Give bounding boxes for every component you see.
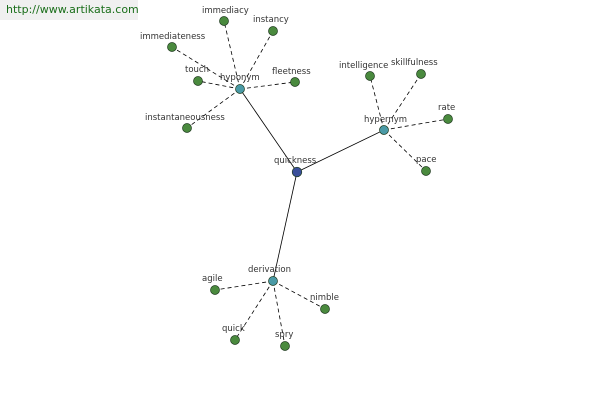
word-node-fleetness-dot[interactable] <box>290 77 300 87</box>
edge-center-hypernym <box>296 129 385 173</box>
edge-center-hyponym <box>239 88 298 173</box>
center-node-quickness[interactable]: quickness <box>274 156 317 178</box>
relation-node-derivation-dot[interactable] <box>268 276 278 286</box>
relation-node-hyponym-dot[interactable] <box>235 84 245 94</box>
edge-hyponym-instantaneousness <box>186 88 241 129</box>
edges <box>171 20 449 347</box>
word-node-rate-dot[interactable] <box>443 114 453 124</box>
relation-node-derivation[interactable]: derivation <box>248 265 291 286</box>
edge-hyponym-immediateness <box>171 46 241 90</box>
relation-node-hypernym-label[interactable]: hypernym <box>364 115 407 125</box>
word-node-immediateness-dot[interactable] <box>167 42 177 52</box>
word-node-touch-label[interactable]: touch <box>185 65 209 75</box>
word-node-quick[interactable]: quick <box>222 324 245 345</box>
edge-hypernym-intelligence <box>369 75 385 131</box>
edge-center-derivation <box>272 171 298 282</box>
word-node-touch-dot[interactable] <box>193 76 203 86</box>
word-node-quick-dot[interactable] <box>230 335 240 345</box>
word-node-rate[interactable]: rate <box>438 103 455 124</box>
edge-derivation-agile <box>214 280 274 291</box>
word-node-immediateness[interactable]: immediateness <box>140 32 206 52</box>
relation-node-hyponym[interactable]: hyponym <box>220 73 260 94</box>
relation-node-hypernym[interactable]: hypernym <box>364 115 407 135</box>
word-node-instantaneousness[interactable]: instantaneousness <box>145 113 225 133</box>
word-node-touch[interactable]: touch <box>185 65 209 86</box>
word-node-spry[interactable]: spry <box>275 330 293 351</box>
word-node-immediacy-dot[interactable] <box>219 16 229 26</box>
word-node-instantaneousness-label[interactable]: instantaneousness <box>145 113 225 123</box>
edge-hypernym-pace <box>383 129 427 172</box>
word-node-immediateness-label[interactable]: immediateness <box>140 32 206 42</box>
word-node-rate-label[interactable]: rate <box>438 103 455 113</box>
word-node-fleetness[interactable]: fleetness <box>272 67 311 87</box>
word-node-immediacy[interactable]: immediacy <box>202 6 249 26</box>
word-node-agile-label[interactable]: agile <box>202 274 223 284</box>
word-node-quick-label[interactable]: quick <box>222 324 245 334</box>
word-node-instancy[interactable]: instancy <box>253 15 289 36</box>
word-node-pace[interactable]: pace <box>416 155 437 176</box>
edge-hyponym-touch <box>197 80 241 90</box>
word-node-skillfulness-label[interactable]: skillfulness <box>391 58 438 68</box>
word-node-intelligence[interactable]: intelligence <box>339 61 388 81</box>
word-node-instancy-label[interactable]: instancy <box>253 15 289 25</box>
word-node-fleetness-label[interactable]: fleetness <box>272 67 311 77</box>
word-node-agile-dot[interactable] <box>210 285 220 295</box>
word-node-pace-dot[interactable] <box>421 166 431 176</box>
word-node-nimble-label[interactable]: nimble <box>310 293 339 303</box>
center-node-quickness-dot[interactable] <box>291 166 303 178</box>
nodes: immediacy instancy immediateness touch fleet… <box>140 6 455 351</box>
word-node-intelligence-label[interactable]: intelligence <box>339 61 388 71</box>
watermark-url: http://www.artikata.com <box>0 0 139 20</box>
word-node-agile[interactable]: agile <box>202 274 223 295</box>
word-node-nimble-dot[interactable] <box>320 304 330 314</box>
edge-hyponym-immediacy <box>223 20 241 90</box>
edge-hypernym-rate <box>383 118 449 131</box>
word-node-spry-dot[interactable] <box>280 341 290 351</box>
word-node-instantaneousness-dot[interactable] <box>182 123 192 133</box>
center-node-quickness-label[interactable]: quickness <box>274 156 317 166</box>
word-node-pace-label[interactable]: pace <box>416 155 437 165</box>
edge-derivation-quick <box>234 280 274 341</box>
relation-node-derivation-label[interactable]: derivation <box>248 265 291 275</box>
word-node-instancy-dot[interactable] <box>268 26 278 36</box>
word-node-intelligence-dot[interactable] <box>365 71 375 81</box>
edge-derivation-nimble <box>272 280 326 310</box>
relation-node-hypernym-dot[interactable] <box>379 125 389 135</box>
word-node-skillfulness-dot[interactable] <box>416 69 426 79</box>
relation-node-hyponym-label[interactable]: hyponym <box>220 73 260 83</box>
edge-hyponym-fleetness <box>239 81 296 90</box>
word-node-spry-label[interactable]: spry <box>275 330 293 340</box>
word-node-skillfulness[interactable]: skillfulness <box>391 58 438 79</box>
word-node-nimble[interactable]: nimble <box>310 293 339 314</box>
word-node-immediacy-label[interactable]: immediacy <box>202 6 249 16</box>
